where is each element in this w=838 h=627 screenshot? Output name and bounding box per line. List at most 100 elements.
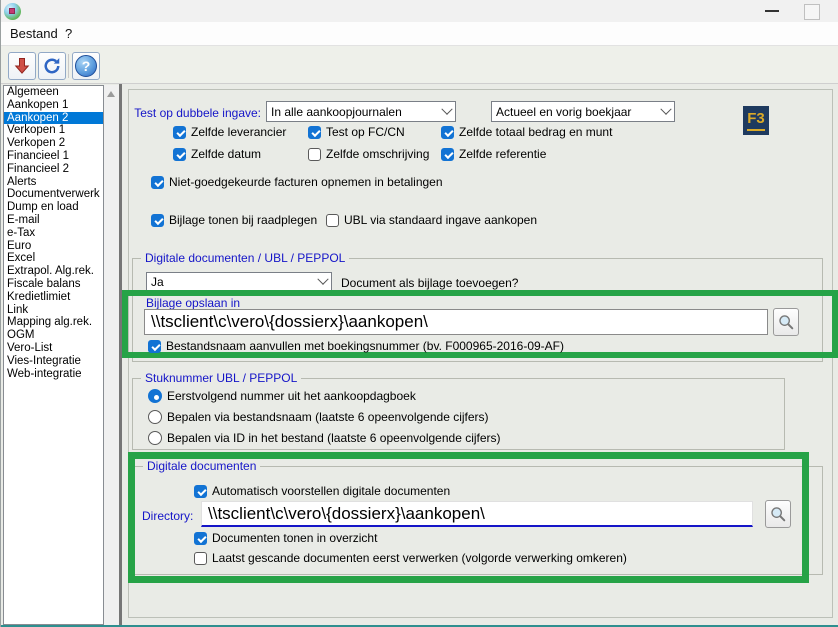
- checkbox-test-fccn[interactable]: Test op FC/CN: [308, 126, 405, 139]
- splitter[interactable]: [119, 84, 122, 627]
- maximize-button[interactable]: [804, 4, 820, 20]
- title-bar: [1, 0, 838, 22]
- directory-label: Directory:: [142, 509, 194, 523]
- exit-button[interactable]: [8, 52, 36, 80]
- red-down-arrow-icon: [14, 58, 30, 74]
- checkbox-documenten-tonen[interactable]: Documenten tonen in overzicht: [194, 532, 377, 545]
- sidebar-item-link[interactable]: Link: [7, 303, 29, 316]
- duplicate-test-label: Test op dubbele ingave:: [134, 106, 261, 120]
- sidebar-item-algemeen[interactable]: Algemeen: [7, 86, 59, 98]
- question-mark-icon: ?: [75, 55, 97, 77]
- checkbox-box[interactable]: [441, 148, 454, 161]
- checkbox-zelfde-referentie[interactable]: Zelfde referentie: [441, 148, 546, 161]
- radio-button[interactable]: [148, 389, 162, 403]
- app-logo-icon: [4, 3, 21, 20]
- checkbox-box[interactable]: [194, 485, 207, 498]
- radio-button[interactable]: [148, 431, 162, 445]
- radio-via-id[interactable]: Bepalen via ID in het bestand (laatste 6…: [148, 431, 501, 445]
- sidebar-item-ogm[interactable]: OGM: [7, 329, 35, 342]
- checkbox-box[interactable]: [173, 148, 186, 161]
- chevron-down-icon: [317, 273, 329, 285]
- checkbox-box[interactable]: [308, 148, 321, 161]
- radio-button[interactable]: [148, 410, 162, 424]
- directory-input[interactable]: [201, 501, 753, 527]
- attach-select[interactable]: Ja: [146, 272, 332, 292]
- checkbox-box[interactable]: [326, 214, 339, 227]
- group-stuknummer: Stuknummer UBL / PEPPOL: [132, 371, 785, 450]
- magnifier-icon: [779, 315, 794, 330]
- radio-via-bestandsnaam[interactable]: Bepalen via bestandsnaam (laatste 6 opee…: [148, 410, 489, 424]
- save-path-label: Bijlage opslaan in: [146, 296, 241, 310]
- checkbox-box[interactable]: [151, 214, 164, 227]
- checkbox-box[interactable]: [151, 176, 164, 189]
- checkbox-box[interactable]: [441, 126, 454, 139]
- sidebar-item-vero-list[interactable]: Vero-List: [7, 341, 53, 354]
- sidebar-item-kredietlimiet[interactable]: Kredietlimiet: [7, 290, 71, 303]
- attach-question-label: Document als bijlage toevoegen?: [341, 276, 519, 290]
- checkbox-box[interactable]: [194, 552, 207, 565]
- chevron-down-icon: [441, 103, 453, 115]
- menu-bestand[interactable]: Bestand: [10, 26, 58, 41]
- checkbox-ubl-standaard[interactable]: UBL via standaard ingave aankopen: [326, 214, 537, 227]
- checkbox-zelfde-datum[interactable]: Zelfde datum: [173, 148, 261, 161]
- sidebar-item-extrapol-alg-rek-[interactable]: Extrapol. Alg.rek.: [7, 265, 94, 278]
- minimize-button[interactable]: [758, 0, 786, 22]
- menu-bar: Bestand ?: [1, 22, 838, 45]
- attach-select-value: Ja: [151, 275, 164, 289]
- f3-key-badge: F3: [743, 106, 769, 135]
- sidebar-item-mapping-alg-rek-[interactable]: Mapping alg.rek.: [7, 316, 93, 329]
- group-ubl-peppol-title: Digitale documenten / UBL / PEPPOL: [141, 251, 350, 265]
- checkbox-bestandsnaam[interactable]: Bestandsnaam aanvullen met boekingsnumme…: [148, 340, 564, 353]
- period-select-value: Actueel en vorig boekjaar: [496, 104, 632, 119]
- sidebar-item-aankopen-1[interactable]: Aankopen 1: [7, 98, 69, 111]
- checkbox-zelfde-omschrijving[interactable]: Zelfde omschrijving: [308, 148, 429, 161]
- checkbox-niet-goedgekeurd[interactable]: Niet-goedgekeurde facturen opnemen in be…: [151, 176, 443, 189]
- journal-select-value: In alle aankoopjournalen: [271, 104, 402, 119]
- help-button[interactable]: ?: [72, 52, 100, 80]
- toolbar-separator: [68, 54, 69, 78]
- browse-save-path-button[interactable]: [773, 308, 799, 336]
- menu-help[interactable]: ?: [65, 26, 73, 41]
- sidebar-scrollbar[interactable]: [104, 85, 119, 625]
- period-select[interactable]: Actueel en vorig boekjaar: [491, 101, 675, 122]
- sidebar-item-alerts[interactable]: Alerts: [7, 175, 37, 188]
- save-path-input[interactable]: [144, 309, 768, 335]
- magnifier-icon: [771, 507, 786, 522]
- refresh-button[interactable]: [38, 52, 66, 80]
- checkbox-box[interactable]: [194, 532, 207, 545]
- checkbox-laatst-gescande[interactable]: Laatst gescande documenten eerst verwerk…: [194, 552, 627, 565]
- sidebar-item-verkopen-2[interactable]: Verkopen 2: [7, 137, 66, 150]
- refresh-icon: [44, 58, 60, 74]
- chevron-down-icon: [660, 103, 672, 115]
- window-bottom-edge: [1, 625, 838, 627]
- sidebar-item-excel[interactable]: Excel: [7, 252, 36, 265]
- sidebar-item-vies-integratie[interactable]: Vies-Integratie: [7, 354, 81, 367]
- checkbox-bijlage-tonen[interactable]: Bijlage tonen bij raadplegen: [151, 214, 317, 227]
- sidebar-item-dump-en-load[interactable]: Dump en load: [7, 201, 79, 214]
- checkbox-box[interactable]: [148, 340, 161, 353]
- group-digitale-documenten-title: Digitale documenten: [143, 459, 261, 473]
- sidebar-item-financieel-1[interactable]: Financieel 1: [7, 149, 70, 162]
- checkbox-zelfde-totaal[interactable]: Zelfde totaal bedrag en munt: [441, 126, 612, 139]
- sidebar-item-euro[interactable]: Euro: [7, 239, 32, 252]
- sidebar-item-e-mail[interactable]: E-mail: [7, 213, 40, 226]
- checkbox-automatisch-voorstellen[interactable]: Automatisch voorstellen digitale documen…: [194, 485, 450, 498]
- sidebar-item-web-integratie[interactable]: Web-integratie: [7, 367, 82, 380]
- toolbar: ?: [1, 45, 838, 84]
- sidebar-item-e-tax[interactable]: e-Tax: [7, 226, 36, 239]
- sidebar-item-financieel-2[interactable]: Financieel 2: [7, 162, 70, 175]
- browse-directory-button[interactable]: [765, 500, 791, 528]
- checkbox-box[interactable]: [308, 126, 321, 139]
- sidebar-item-fiscale-balans[interactable]: Fiscale balans: [7, 277, 81, 290]
- group-ubl-peppol: Digitale documenten / UBL / PEPPOL: [132, 251, 823, 362]
- journal-select[interactable]: In alle aankoopjournalen: [266, 101, 456, 122]
- sidebar-item-documentverwerk[interactable]: Documentverwerk: [7, 188, 100, 201]
- checkbox-zelfde-leverancier[interactable]: Zelfde leverancier: [173, 126, 286, 139]
- checkbox-box[interactable]: [173, 126, 186, 139]
- radio-eerstvolgend[interactable]: Eerstvolgend nummer uit het aankoopdagbo…: [148, 389, 416, 403]
- sidebar-item-verkopen-1[interactable]: Verkopen 1: [7, 124, 66, 137]
- scroll-up-icon: [107, 91, 115, 97]
- sidebar-item-aankopen-2[interactable]: Aankopen 2: [4, 111, 103, 125]
